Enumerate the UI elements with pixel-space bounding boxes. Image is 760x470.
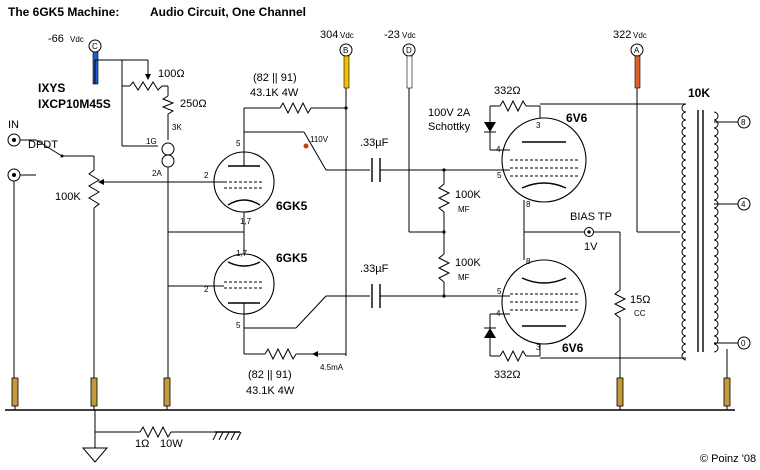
svg-text:IXCP10M45S: IXCP10M45S (38, 97, 111, 111)
svg-text:10K: 10K (688, 86, 710, 100)
input-jack[interactable]: IN (7, 119, 21, 378)
plate-load-bottom: 4.5mA (82 || 91) 43.1K 4W (244, 295, 370, 397)
svg-text:5: 5 (497, 171, 502, 180)
ground-resistor-rating: 10W (160, 438, 183, 450)
svg-text:5: 5 (497, 287, 502, 296)
svg-text:100Ω: 100Ω (158, 68, 185, 80)
ground-resistor-label: 1Ω (135, 438, 149, 450)
svg-text:332Ω: 332Ω (494, 369, 521, 381)
svg-text:D: D (406, 46, 412, 55)
svg-text:6V6: 6V6 (566, 111, 588, 125)
svg-text:3: 3 (536, 121, 541, 130)
svg-text:6GK5: 6GK5 (276, 251, 308, 265)
svg-text:332Ω: 332Ω (494, 85, 521, 97)
svg-text:100V 2A: 100V 2A (428, 107, 471, 119)
svg-text:CC: CC (634, 309, 646, 318)
ground-rods (11, 377, 731, 410)
output-screen-network: 100V 2A Schottky 332Ω 332Ω (428, 85, 540, 381)
svg-text:1,7: 1,7 (240, 217, 252, 226)
svg-text:4.5mA: 4.5mA (320, 363, 344, 372)
volume-pot[interactable]: 100K (55, 156, 206, 378)
svg-text:4: 4 (496, 309, 501, 318)
svg-text:Vdc: Vdc (633, 31, 647, 40)
svg-text:IN: IN (8, 119, 19, 131)
svg-text:15Ω: 15Ω (630, 294, 650, 306)
svg-text:3: 3 (536, 343, 541, 352)
svg-text:8: 8 (526, 257, 531, 266)
page-title: The 6GK5 Machine: (8, 5, 119, 19)
svg-text:.33µF: .33µF (360, 137, 389, 149)
svg-text:1,7: 1,7 (236, 249, 248, 258)
svg-text:Vdc: Vdc (340, 31, 354, 40)
svg-text:Schottky: Schottky (428, 121, 471, 133)
svg-text:3K: 3K (172, 123, 182, 132)
svg-text:(82 || 91): (82 || 91) (248, 369, 292, 381)
svg-text:BIAS TP: BIAS TP (570, 211, 612, 223)
svg-text:100K: 100K (455, 189, 481, 201)
svg-text:250Ω: 250Ω (180, 98, 207, 110)
svg-text:(82 || 91): (82 || 91) (253, 72, 297, 84)
svg-text:2A: 2A (152, 169, 162, 178)
svg-text:1G: 1G (146, 137, 157, 146)
tap-4: 4 (741, 200, 746, 209)
grid-resistors: 100K MF 100K MF (408, 88, 481, 298)
svg-text:Vdc: Vdc (402, 31, 416, 40)
svg-text:C: C (92, 42, 98, 51)
svg-text:Vdc: Vdc (70, 35, 84, 44)
svg-text:MF: MF (458, 205, 470, 214)
coupling-cap-bottom: .33µF (360, 263, 500, 308)
svg-text:1V: 1V (584, 241, 598, 253)
svg-text:-23: -23 (384, 29, 400, 41)
ccs-section: IXYS IXCP10M45S 100Ω 250Ω 3K 1G 2A (38, 59, 207, 232)
tube-6v6-lower: 8 5 4 3 6V6 (490, 232, 587, 356)
tube-6gk5-lower: 1,7 2 5 6GK5 (167, 231, 308, 378)
svg-text:2: 2 (204, 171, 209, 180)
bias-network: BIAS TP 1V 15Ω CC (524, 211, 650, 378)
svg-text:5: 5 (236, 139, 241, 148)
svg-text:43.1K 4W: 43.1K 4W (250, 87, 299, 99)
svg-text:B: B (343, 46, 348, 55)
svg-text:DPDT: DPDT (28, 139, 58, 151)
svg-text:IXYS: IXYS (38, 81, 65, 95)
svg-text:A: A (634, 46, 640, 55)
svg-text:2: 2 (204, 285, 209, 294)
svg-text:100K: 100K (455, 257, 481, 269)
tube-6gk5-upper: 5 2 1,7 6GK5 (204, 108, 308, 232)
svg-text:MF: MF (458, 273, 470, 282)
svg-text:.33µF: .33µF (360, 263, 389, 275)
svg-text:6V6: 6V6 (562, 341, 584, 355)
svg-text:43.1K 4W: 43.1K 4W (246, 385, 295, 397)
tube-6v6-upper: 3 4 5 8 6V6 (490, 106, 588, 232)
ground-reference: 1Ω 10W (81, 410, 242, 463)
supply-c: -66 Vdc C (48, 33, 102, 85)
svg-text:8: 8 (526, 200, 531, 209)
tap-8: 8 (741, 118, 746, 127)
copyright: © Poinz '08 (700, 453, 756, 465)
svg-text:304: 304 (320, 29, 338, 41)
page-subtitle: Audio Circuit, One Channel (150, 5, 306, 19)
output-transformer: 10K 8 4 0 (540, 86, 751, 378)
svg-text:5: 5 (236, 321, 241, 330)
svg-text:110V: 110V (310, 135, 329, 144)
svg-text:322: 322 (613, 29, 631, 41)
supply-b: 304 Vdc B (320, 29, 354, 89)
svg-text:100K: 100K (55, 191, 81, 203)
supply-d: -23 Vdc D (384, 29, 416, 89)
dpdt-switch[interactable]: DPDT (20, 139, 94, 176)
svg-text:6GK5: 6GK5 (276, 199, 308, 213)
tap-0: 0 (741, 339, 746, 348)
plate-load-top: (82 || 91) 43.1K 4W 110V (244, 72, 370, 356)
svg-text:4: 4 (496, 145, 501, 154)
supply-a: 322 Vdc A (613, 29, 647, 89)
svg-text:-66: -66 (48, 33, 64, 45)
coupling-cap-top: .33µF (360, 137, 500, 182)
